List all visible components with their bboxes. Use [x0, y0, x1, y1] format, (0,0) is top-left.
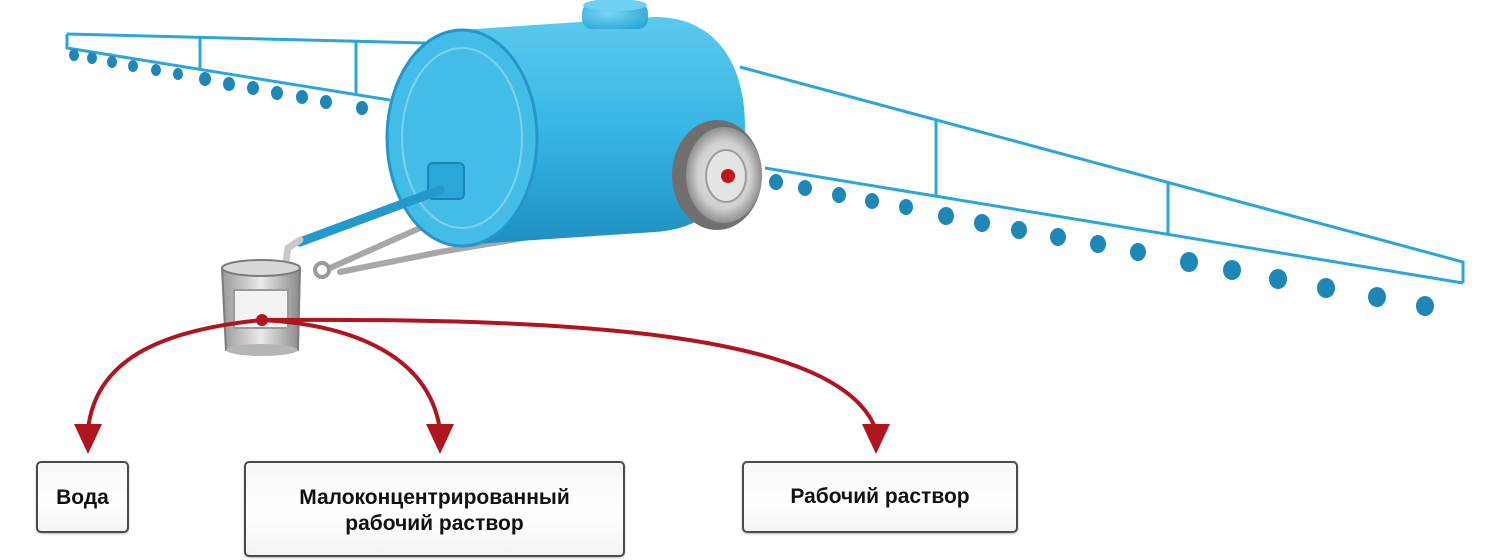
nozzle-icon	[1090, 235, 1106, 253]
nozzle-icon	[69, 49, 79, 61]
junction-dot	[256, 314, 268, 326]
nozzle-icon	[769, 174, 783, 190]
nozzle-icon	[199, 72, 211, 86]
nozzle-icon	[271, 86, 283, 100]
nozzle-icon	[798, 180, 812, 196]
nozzle-icon	[247, 81, 259, 95]
label-low-concentration: Малоконцентрированный рабочий раствор	[244, 461, 625, 557]
nozzle-icon	[1180, 252, 1198, 272]
right-boom	[739, 65, 1465, 285]
nozzle-icon	[938, 207, 954, 225]
arrowhead-working	[862, 424, 890, 454]
nozzle-icon	[1223, 260, 1241, 280]
nozzle-icon	[1130, 243, 1146, 261]
nozzle-icon	[223, 77, 235, 91]
nozzle-icon	[87, 52, 97, 64]
left-boom	[65, 32, 426, 102]
arrow-to-working-solution	[260, 317, 878, 432]
nozzle-icon	[1269, 269, 1287, 289]
nozzle-icon	[107, 56, 117, 68]
wheel-icon	[672, 120, 762, 230]
nozzle-icon	[1011, 221, 1027, 239]
nozzle-icon	[1416, 296, 1434, 316]
nozzle-icon	[1368, 287, 1386, 307]
nozzle-icon	[899, 199, 913, 215]
nozzle-icon	[974, 214, 990, 232]
right-nozzles	[769, 174, 1434, 316]
arrow-to-low-concentration	[260, 318, 442, 432]
nozzle-icon	[865, 193, 879, 209]
label-water-text: Вода	[56, 486, 109, 509]
nozzle-icon	[128, 60, 138, 72]
nozzle-icon	[320, 95, 332, 109]
bucket-icon	[220, 259, 302, 356]
hitch-ring	[313, 261, 331, 279]
nozzle-icon	[832, 187, 846, 203]
nozzle-icon	[1317, 278, 1335, 298]
nozzle-icon	[173, 68, 183, 80]
flow-arrows	[86, 317, 878, 432]
arrowhead-water	[74, 424, 102, 454]
arrowhead-low	[426, 424, 454, 454]
label-working-solution: Рабочий раствор	[742, 461, 1018, 533]
label-working-solution-text: Рабочий раствор	[790, 485, 970, 508]
nozzle-icon	[296, 90, 308, 104]
nozzle-icon	[356, 101, 368, 115]
arrow-to-water	[86, 318, 264, 432]
nozzle-icon	[151, 64, 161, 76]
arrow-heads	[74, 424, 890, 454]
label-low-concentration-text: Малоконцентрированный рабочий раствор	[299, 486, 570, 535]
nozzle-icon	[1050, 228, 1066, 246]
left-nozzles	[69, 49, 368, 115]
label-water: Вода	[36, 461, 129, 533]
